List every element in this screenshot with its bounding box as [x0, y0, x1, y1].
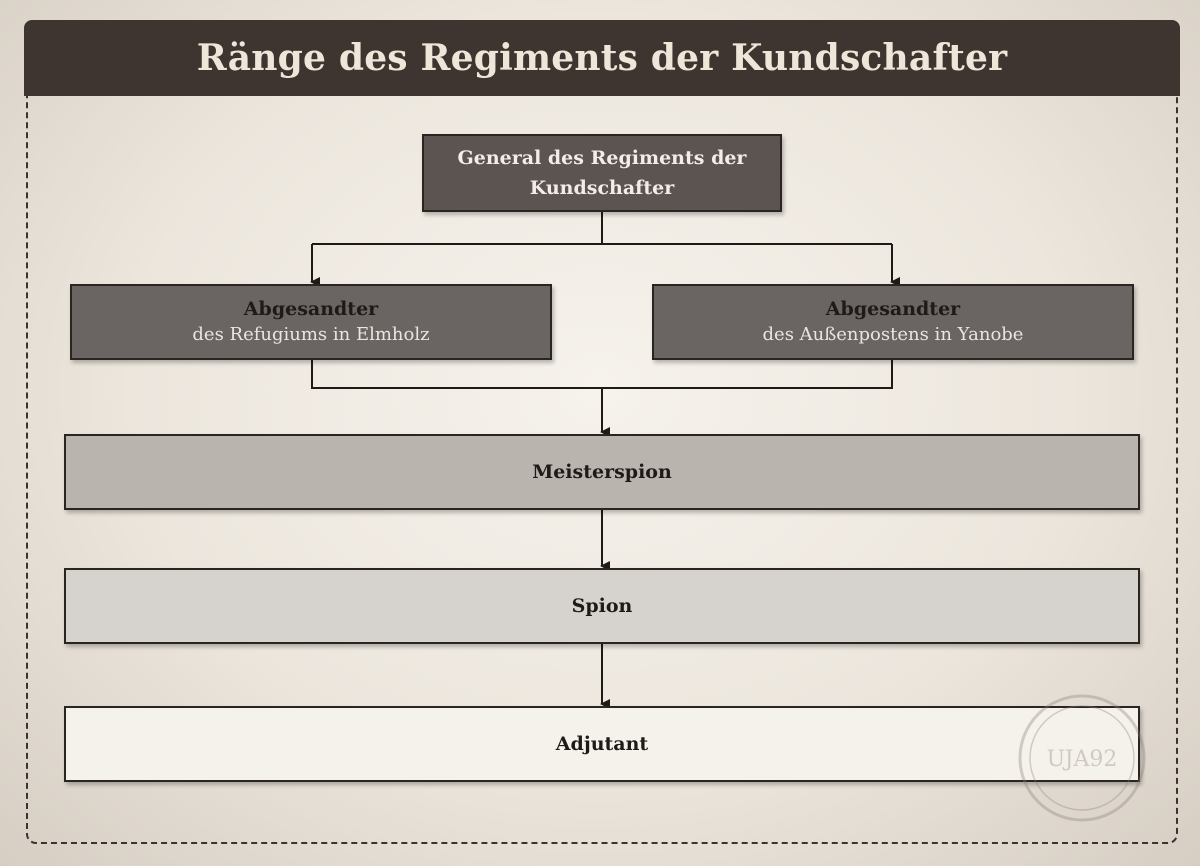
node-adjutant-label: Adjutant: [555, 733, 649, 755]
node-envoy-right: Abgesandter des Außenpostens in Yanobe: [652, 284, 1134, 360]
node-general-label: General des Regiments der Kundschafter: [457, 147, 747, 199]
node-envoy-right-title: Abgesandter: [825, 298, 961, 320]
title-bar: Ränge des Regiments der Kundschafter: [24, 20, 1180, 96]
node-envoy-left-title: Abgesandter: [243, 298, 379, 320]
connector-envoys-merge: [311, 360, 893, 389]
node-envoy-left: Abgesandter des Refugiums in Elmholz: [70, 284, 552, 360]
stamp-text: UJA92: [1047, 747, 1118, 772]
node-spy-label: Spion: [571, 595, 633, 617]
node-general: General des Regiments der Kundschafter: [422, 134, 782, 212]
node-spy: Spion: [64, 568, 1140, 644]
watermark-stamp: UJA92: [1018, 694, 1146, 822]
node-envoy-right-subtitle: des Außenpostens in Yanobe: [762, 324, 1024, 345]
node-master-spy: Meisterspion: [64, 434, 1140, 510]
diagram-title: Ränge des Regiments der Kundschafter: [196, 37, 1008, 79]
node-envoy-left-subtitle: des Refugiums in Elmholz: [192, 324, 430, 345]
node-master-spy-label: Meisterspion: [532, 461, 672, 483]
node-adjutant: Adjutant: [64, 706, 1140, 782]
connector-general-to-envoys: [312, 212, 892, 245]
